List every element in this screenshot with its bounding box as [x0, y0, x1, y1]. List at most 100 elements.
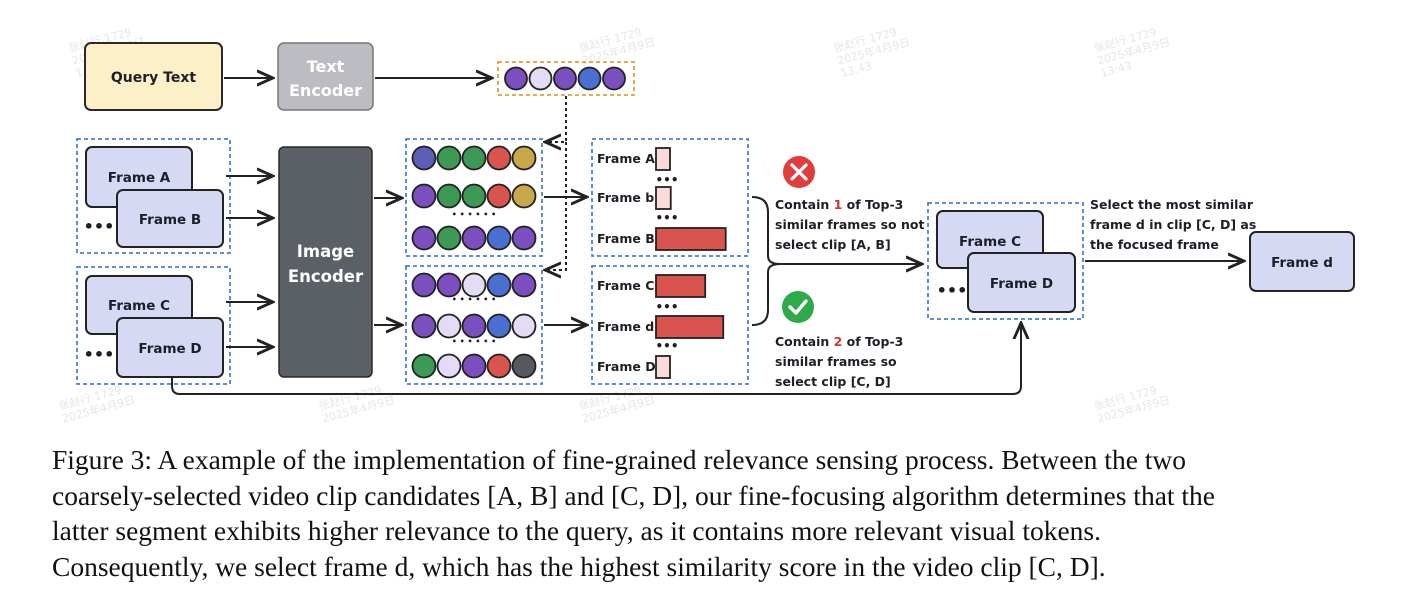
similarity-frame-label: Frame D: [597, 359, 656, 374]
visual-token: [411, 183, 437, 209]
visual-token: [461, 225, 487, 251]
similarity-bar: [655, 227, 727, 251]
clip-cd-group: [76, 266, 231, 385]
visual-token: [511, 313, 537, 339]
row-dots: • • • • • •: [452, 210, 497, 219]
frame-ellipsis: •••: [937, 281, 968, 300]
caption-line: coarsely-selected video clip candidates …: [52, 479, 1216, 511]
reject-text-line3: select clip [A, B]: [775, 237, 891, 252]
visual-token: [436, 353, 462, 379]
visual-token: [486, 313, 512, 339]
image-encoder-label-line2: Encoder: [288, 267, 364, 286]
visual-token: [411, 145, 437, 171]
frame-ellipsis: •••: [84, 345, 115, 364]
visual-token: [411, 313, 437, 339]
frame-b-card: [116, 189, 224, 248]
visual-token: [461, 353, 487, 379]
frame-a-label: Frame A: [108, 170, 171, 186]
visual-token: [461, 183, 487, 209]
bracket-connector-cd: [751, 263, 781, 326]
visual-token: [411, 225, 437, 251]
frame-c-label: Frame C: [108, 298, 170, 314]
query-text-label: Query Text: [111, 70, 196, 86]
row-dots: • • • • • •: [452, 295, 497, 304]
clip-ab-group: [76, 138, 231, 254]
similarity-frame-label: Frame C: [597, 278, 654, 293]
dotted-arrow-query-to-clip-cd: [545, 142, 567, 270]
similarity-bar: [655, 147, 671, 171]
visual-token: [511, 225, 537, 251]
select-text-line2: frame d in clip [C, D] as: [1090, 217, 1256, 232]
query-token: [577, 66, 602, 91]
selected-frame-d-label: Frame D: [990, 276, 1053, 292]
visual-token: [486, 272, 512, 298]
similarity-bar: [655, 315, 725, 339]
similarity-bar: [655, 186, 672, 210]
query-text-box: [84, 42, 223, 111]
accept-text-line1: Contain 2 of Top-3: [775, 334, 903, 349]
visual-token: [511, 272, 537, 298]
query-token: [602, 66, 626, 91]
visual-token: [461, 145, 487, 171]
visual-token: [486, 145, 512, 171]
accept-check-icon: [782, 291, 814, 323]
frame-b-label: Frame B: [139, 212, 201, 228]
visual-token: [511, 353, 537, 379]
similarity-group-cd: [591, 265, 749, 385]
similarity-bar: [655, 355, 671, 379]
visual-token: [436, 225, 462, 251]
accept-text-line3: select clip [C, D]: [775, 374, 891, 389]
visual-token: [436, 183, 462, 209]
selected-frame-c-label: Frame C: [959, 234, 1021, 250]
visual-token: [436, 272, 462, 298]
figure-caption: Figure 3: A example of the implementatio…: [52, 442, 1392, 584]
dotted-arrow-query-to-clip-ab: [545, 96, 567, 142]
token-group-cd: [405, 265, 543, 385]
visual-token: [461, 313, 487, 339]
select-text-line1: Select the most similar: [1090, 197, 1254, 212]
visual-token: [486, 353, 512, 379]
visual-token: [461, 272, 487, 298]
visual-token-rows: [411, 145, 537, 379]
small-dots: •••: [655, 211, 678, 225]
similarity-bar: [655, 274, 707, 298]
query-token: [528, 66, 553, 91]
visual-token: [511, 145, 537, 171]
similarity-frame-label: Frame d: [597, 319, 654, 334]
reject-text-line1: Contain 1 of Top-3: [775, 197, 903, 212]
output-frame-card: [1249, 231, 1355, 292]
row-dots: • • • • • •: [452, 337, 497, 346]
visual-token: [411, 272, 437, 298]
visual-token: [436, 313, 462, 339]
visual-token: [486, 225, 512, 251]
selected-clip-group: [927, 202, 1084, 320]
visual-token: [436, 145, 462, 171]
caption-line: Figure 3: A example of the implementatio…: [52, 444, 1187, 475]
accept-text-line2: similar frames so: [775, 354, 897, 369]
reject-text-line2: similar frames so not: [775, 217, 924, 232]
text-encoder-label-line1: Text: [307, 57, 345, 76]
image-encoder-label-line1: Image: [297, 242, 354, 261]
query-token-row: [504, 66, 626, 91]
select-text-line3: the focused frame: [1090, 237, 1219, 252]
frame-d-card: [116, 317, 224, 378]
small-dots: •••: [655, 339, 678, 353]
visual-token: [486, 183, 512, 209]
text-encoder-box: [277, 42, 374, 111]
output-frame-label: Frame d: [1271, 255, 1333, 271]
similarity-frame-label: Frame b: [597, 190, 654, 205]
image-encoder-box: [278, 146, 373, 378]
frame-ellipsis: •••: [84, 217, 115, 236]
small-dots: •••: [655, 300, 678, 314]
selected-frame-d-card: [967, 252, 1076, 313]
frame-d-label: Frame D: [138, 341, 201, 357]
caption-line: latter segment exhibits higher relevance…: [52, 515, 1101, 546]
small-dots: •••: [655, 173, 678, 187]
visual-token: [411, 353, 437, 379]
query-token: [553, 66, 577, 91]
text-encoder-label-line2: Encoder: [289, 81, 362, 100]
arrow-frame-d-to-selected-clip: [171, 323, 1021, 395]
